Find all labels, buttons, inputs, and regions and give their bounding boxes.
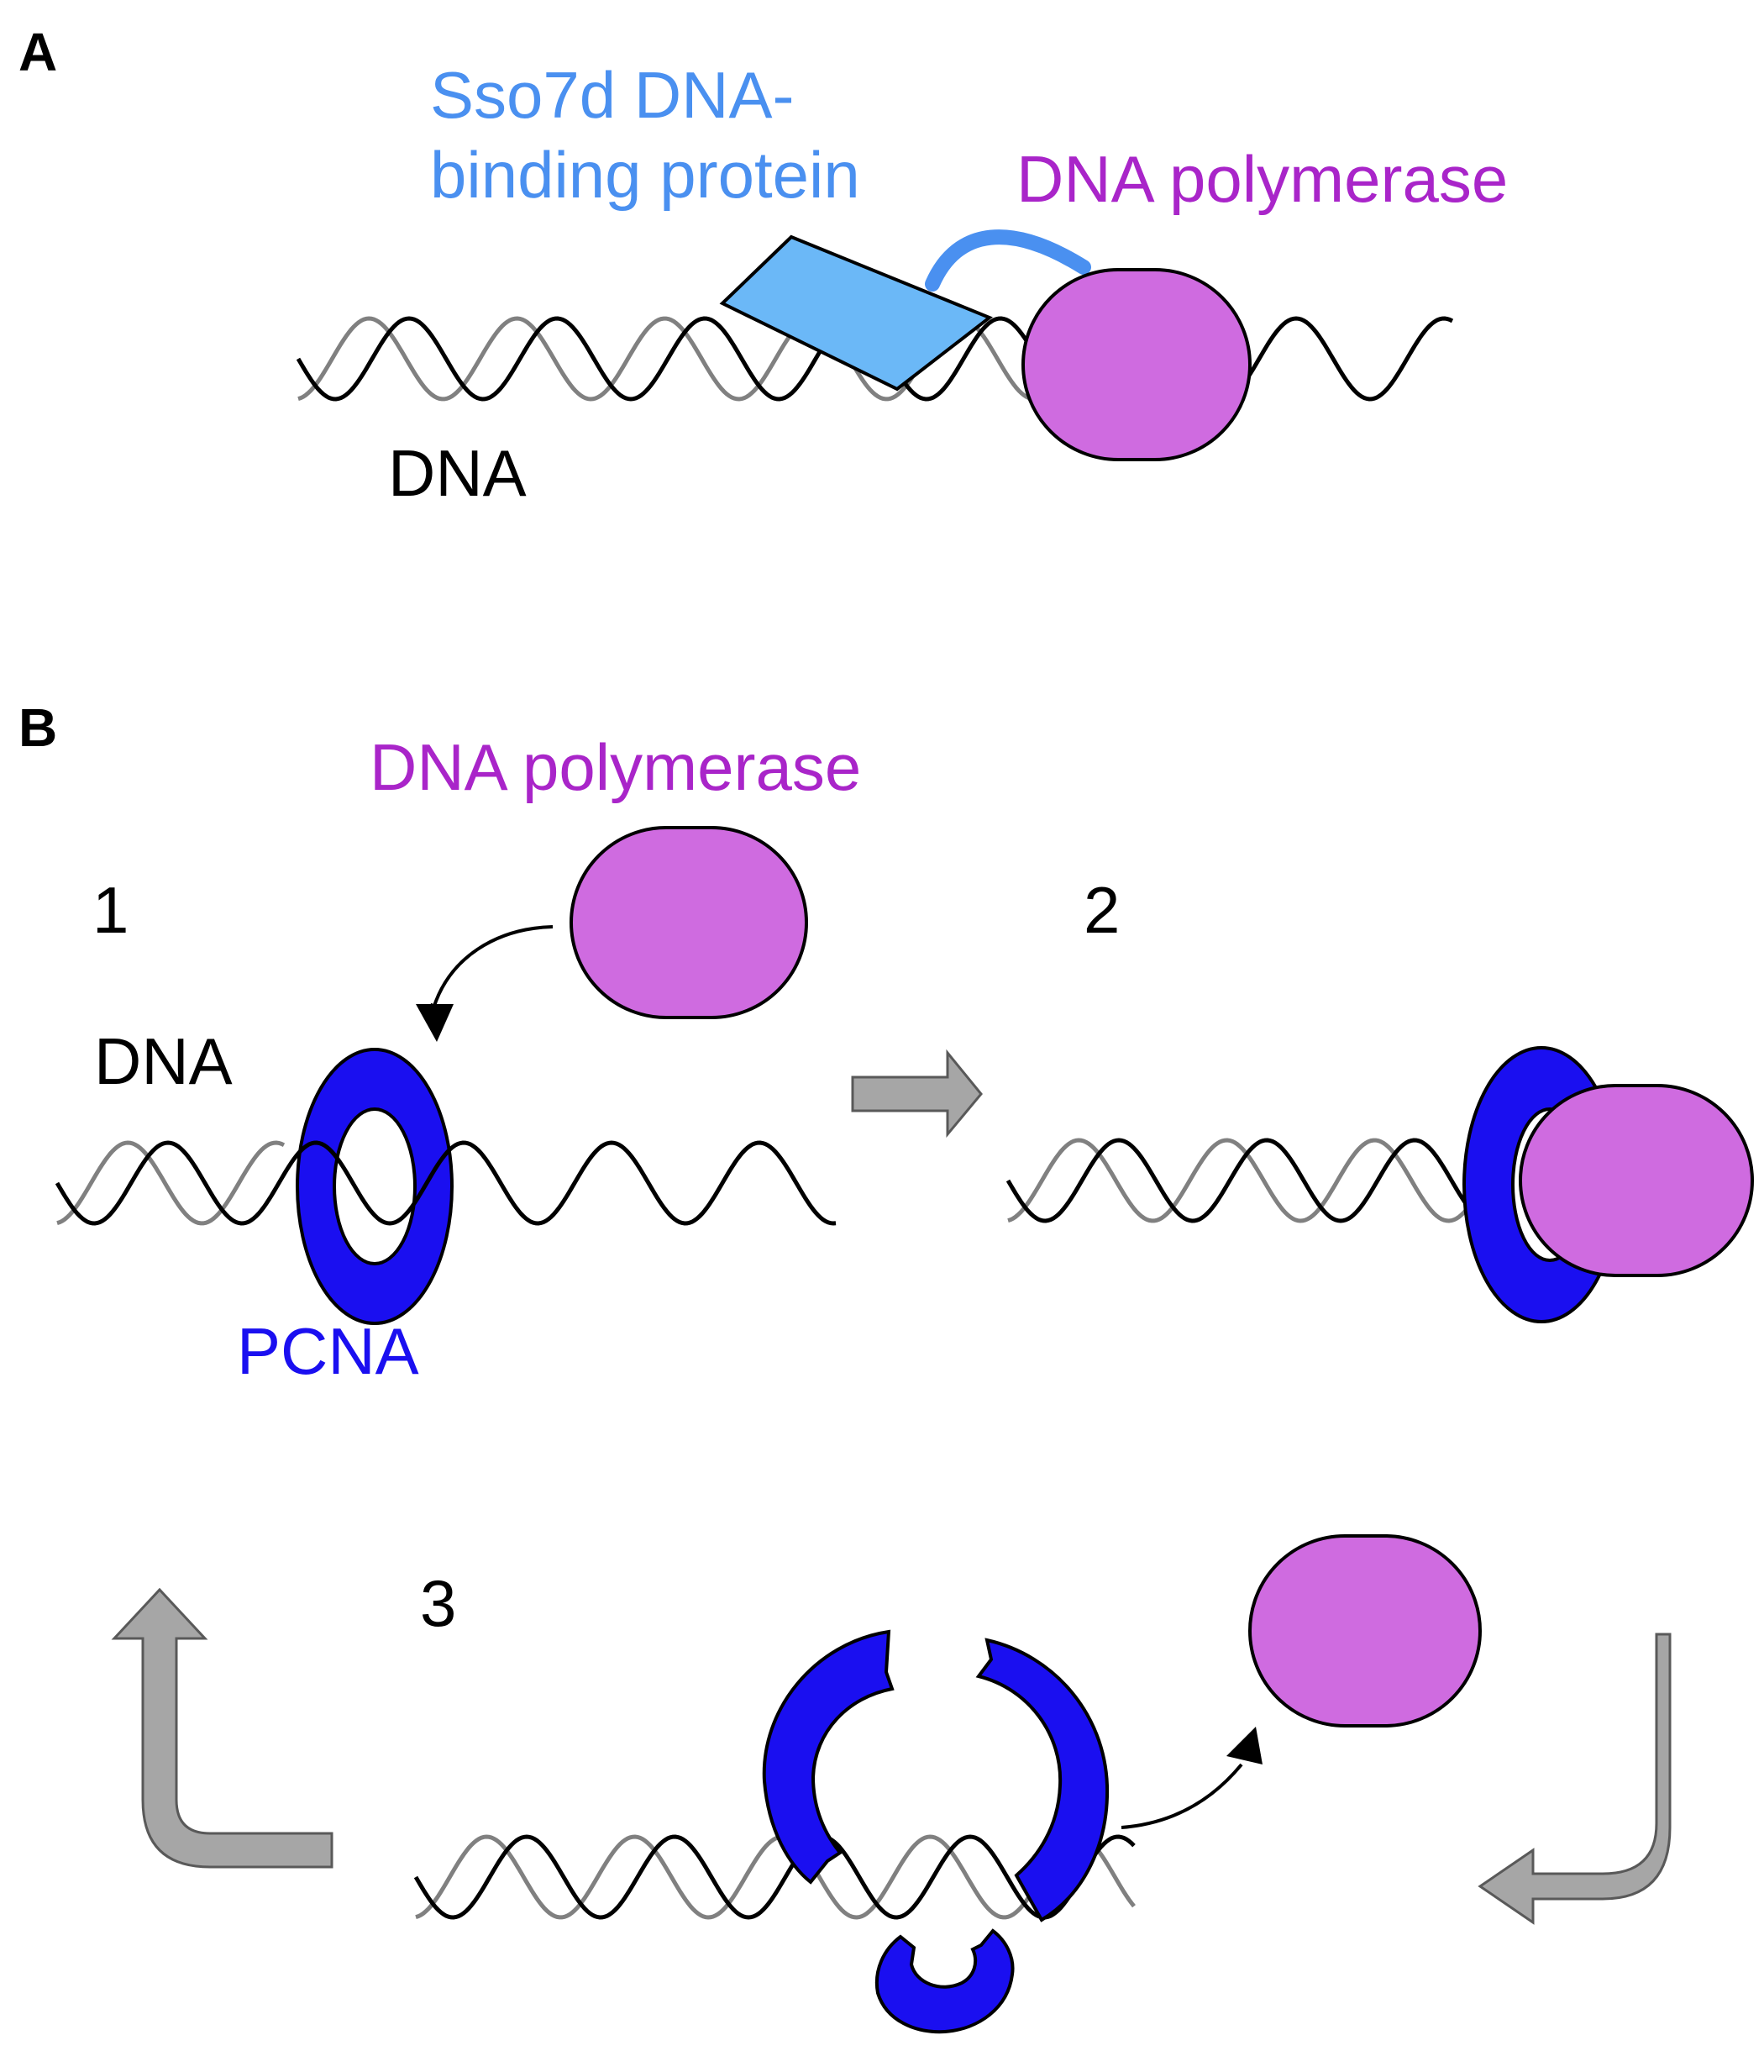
polymerase-label-a: DNA polymerase [1016, 142, 1508, 216]
step-2-label: 2 [1084, 873, 1120, 947]
pcna-fragment-right [975, 1638, 1110, 1922]
dna-helix-b3-strand-dark [413, 1834, 1136, 1920]
polymerase-shape-b2 [1519, 1084, 1754, 1277]
polymerase-label-b: DNA polymerase [370, 730, 861, 804]
panel-b: B DNA polymerase 1 2 3 DNA PCNA [18, 697, 1754, 2034]
pcna-fragment-left [762, 1629, 895, 1885]
step-1-label: 1 [92, 873, 129, 947]
pcna-fragment-bottom [874, 1928, 1015, 2034]
return-arrow-left [1478, 1633, 1672, 1925]
polymerase-shape-b3 [1248, 1534, 1482, 1728]
dna-helix-b1-strand-dark [55, 1140, 837, 1226]
sso7d-label-line2: binding protein [430, 138, 860, 212]
process-arrow-right [851, 1049, 983, 1139]
step-3-label: 3 [420, 1566, 456, 1640]
panel-a: A Sso7d DNA- binding protein DNA polymer… [18, 22, 1508, 510]
return-arrow-up [111, 1587, 333, 1869]
dna-label-a: DNA [388, 436, 527, 510]
release-arrow [1121, 1763, 1243, 1829]
dna-helix-b1-strand-light [56, 1140, 286, 1226]
sso7d-diamond [719, 234, 993, 392]
loading-arrow [430, 925, 554, 1012]
pcna-ring-hole [333, 1107, 417, 1265]
panel-a-letter: A [18, 22, 57, 82]
polymerase-shape-a [1021, 268, 1252, 461]
dna-helix-b3-strand-light [415, 1834, 1136, 1920]
loading-arrow-head [416, 1004, 454, 1042]
panel-b-letter: B [18, 697, 57, 758]
release-arrow-head [1226, 1727, 1263, 1764]
polymerase-shape-b1 [570, 826, 808, 1019]
dna-helix-b2-strand-dark [1005, 1138, 1495, 1223]
sso7d-label-line1: Sso7d DNA- [430, 58, 795, 132]
sso7d-linker [925, 229, 1091, 292]
dna-helix-b2-strand-light [1007, 1138, 1497, 1223]
dna-label-b: DNA [94, 1024, 233, 1098]
pcna-label: PCNA [237, 1314, 419, 1388]
